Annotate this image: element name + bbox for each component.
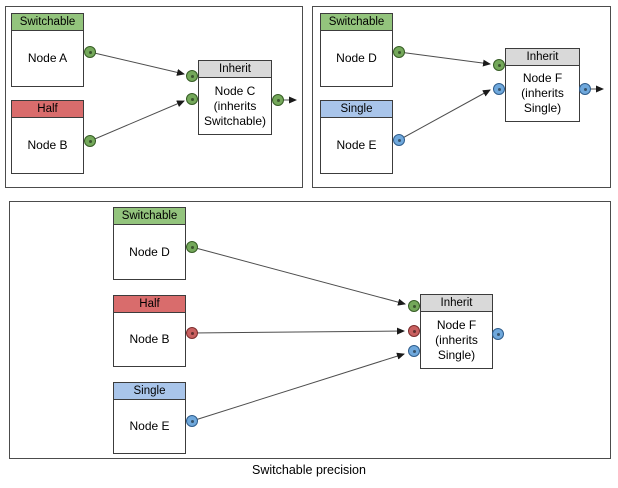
node-e-bottom: Single Node E	[113, 382, 186, 454]
node-f-bottom-output-port	[492, 328, 504, 340]
port-dot	[88, 139, 92, 143]
node-f-bottom-input-port-1	[408, 300, 420, 312]
node-e-bottom-label: Node E	[129, 419, 170, 433]
node-f-bottom-input-port-2	[408, 325, 420, 337]
node-f-bottom-label: Node F (inherits Single)	[435, 317, 478, 362]
port-dot	[190, 74, 194, 78]
node-e-label: Node E	[336, 138, 377, 152]
node-b-bottom-label: Node B	[129, 332, 170, 346]
port-dot	[412, 329, 416, 333]
node-b-label: Node B	[27, 138, 68, 152]
node-e-type-header: Single	[321, 101, 392, 118]
port-dot	[190, 331, 194, 335]
node-a-label: Node A	[27, 51, 68, 65]
diagram-caption: Switchable precision	[252, 463, 366, 477]
node-d-type-label: Switchable	[328, 16, 385, 28]
node-c-label: Node C (inherits Switchable)	[203, 83, 267, 128]
node-d-bottom-label: Node D	[129, 244, 170, 259]
node-a: Switchable Node A	[11, 13, 84, 87]
node-e-bottom-type-label: Single	[133, 385, 166, 397]
node-f-bottom-input-port-3	[408, 345, 420, 357]
port-dot	[397, 138, 401, 142]
node-f-type-label: Inherit	[526, 51, 559, 63]
port-dot	[190, 97, 194, 101]
port-dot	[496, 332, 500, 336]
node-b-bottom-output-port	[186, 327, 198, 339]
node-e-bottom-output-port	[186, 415, 198, 427]
node-a-type-header: Switchable	[12, 14, 83, 31]
node-e-bottom-type-header: Single	[114, 383, 185, 400]
node-f-label: Node F (inherits Single)	[521, 71, 564, 115]
node-e-output-port	[393, 134, 405, 146]
node-b-bottom-type-header: Half	[114, 296, 185, 313]
node-b-type-header: Half	[12, 101, 83, 118]
node-f-input-port-1	[493, 59, 505, 71]
node-f-type-header: Inherit	[506, 49, 579, 66]
node-b-bottom-type-label: Half	[139, 298, 160, 310]
node-f-input-port-2	[493, 83, 505, 95]
node-d-bottom-type-label: Switchable	[121, 210, 178, 222]
node-b-type-label: Half	[37, 103, 58, 115]
panel-bottom	[9, 201, 611, 459]
port-dot	[497, 63, 501, 67]
node-c-type-header: Inherit	[199, 61, 271, 78]
node-f-bottom-type-label: Inherit	[440, 297, 473, 309]
node-c-input-port-2	[186, 93, 198, 105]
node-d-label: Node D	[336, 51, 377, 65]
node-d-bottom: Switchable Node D	[113, 207, 186, 280]
node-b-output-port	[84, 135, 96, 147]
node-a-type-label: Switchable	[19, 16, 76, 28]
node-a-output-port	[84, 46, 96, 58]
node-d-bottom-type-header: Switchable	[114, 208, 185, 225]
port-dot	[583, 87, 587, 91]
port-dot	[497, 87, 501, 91]
port-dot	[88, 50, 92, 54]
port-dot	[412, 349, 416, 353]
node-c-type-label: Inherit	[219, 63, 251, 75]
node-d-type-header: Switchable	[321, 14, 392, 31]
node-d-bottom-output-port	[186, 241, 198, 253]
node-d-output-port	[393, 46, 405, 58]
node-c-input-port-1	[186, 70, 198, 82]
node-e: Single Node E	[320, 100, 393, 174]
node-c: Inherit Node C (inherits Switchable)	[198, 60, 272, 135]
node-d: Switchable Node D	[320, 13, 393, 87]
port-dot	[276, 98, 280, 102]
node-f-output-port	[579, 83, 591, 95]
node-b: Half Node B	[11, 100, 84, 174]
port-dot	[190, 245, 194, 249]
node-f-bottom: Inherit Node F (inherits Single)	[420, 294, 493, 369]
port-dot	[397, 50, 401, 54]
node-f-bottom-type-header: Inherit	[421, 295, 492, 312]
node-b-bottom: Half Node B	[113, 295, 186, 367]
node-e-type-label: Single	[340, 103, 373, 115]
node-c-output-port	[272, 94, 284, 106]
port-dot	[190, 419, 194, 423]
port-dot	[412, 304, 416, 308]
node-f: Inherit Node F (inherits Single)	[505, 48, 580, 122]
